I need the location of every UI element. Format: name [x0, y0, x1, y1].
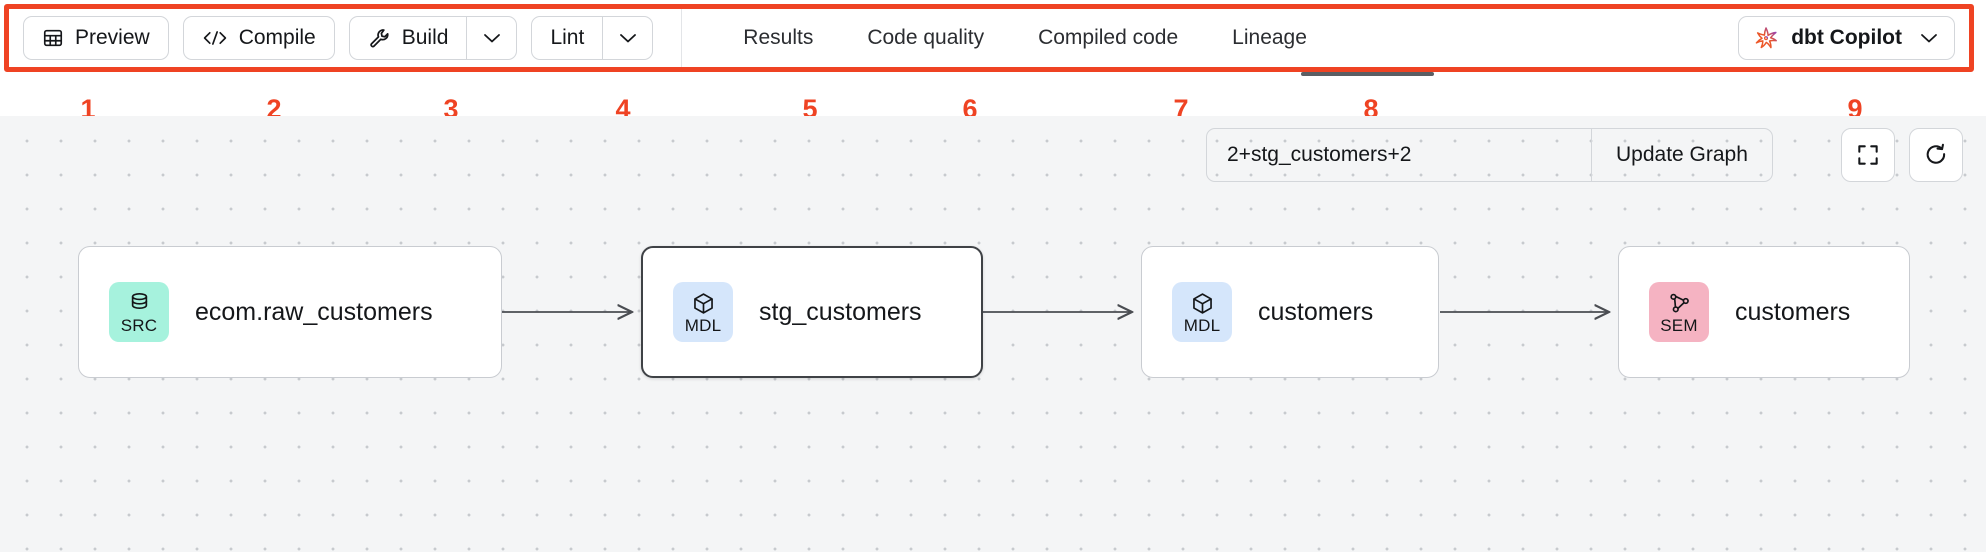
preview-button[interactable]: Preview	[23, 16, 169, 60]
node-badge-mdl: MDL	[1172, 282, 1232, 342]
annotation-marker-8: 8	[1363, 94, 1379, 124]
compile-button[interactable]: Compile	[182, 16, 335, 60]
node-badge-src: SRC	[109, 282, 169, 342]
wrench-icon	[368, 27, 391, 50]
build-button[interactable]: Build	[350, 17, 467, 59]
build-split-button: Build	[348, 16, 518, 60]
code-brackets-icon	[202, 28, 228, 48]
annotation-marker-4: 4	[615, 94, 631, 124]
lint-button-label: Lint	[550, 26, 585, 49]
update-graph-button[interactable]: Update Graph	[1591, 129, 1772, 181]
refresh-button[interactable]	[1908, 128, 1963, 182]
lineage-node-raw-customers[interactable]: SRC ecom.raw_customers	[78, 246, 502, 378]
compile-button-label: Compile	[238, 26, 316, 49]
node-name: customers	[1258, 297, 1374, 326]
lineage-node-customers-mdl[interactable]: MDL customers	[1141, 246, 1439, 378]
annotation-marker-3: 3	[443, 94, 459, 124]
selector-search-group: Update Graph	[1206, 128, 1773, 182]
build-dropdown-toggle[interactable]	[466, 17, 516, 59]
node-badge-sem: SEM	[1649, 282, 1709, 342]
result-pane-tabs: Results Code quality Compiled code Linea…	[682, 9, 1334, 67]
dbt-copilot-spark-icon	[1753, 25, 1779, 51]
node-badge-mdl: MDL	[673, 282, 733, 342]
editor-toolbar: Preview Compile	[9, 9, 1969, 67]
lint-dropdown-toggle[interactable]	[602, 17, 652, 59]
lineage-graph-canvas[interactable]: Update Graph	[0, 116, 1986, 552]
selector-search-input[interactable]	[1207, 129, 1591, 181]
toolbar-action-buttons: Preview Compile	[9, 9, 683, 67]
annotation-marker-9: 9	[1847, 94, 1863, 124]
chevron-down-icon	[483, 32, 501, 44]
tab-lineage-label: Lineage	[1232, 26, 1307, 49]
tab-code-quality[interactable]: Code quality	[840, 9, 1011, 67]
copilot-button-label: dbt Copilot	[1791, 26, 1902, 49]
tab-lineage[interactable]: Lineage	[1205, 9, 1334, 67]
build-button-label: Build	[401, 26, 449, 49]
node-badge-label: MDL	[684, 315, 722, 335]
tab-results[interactable]: Results	[716, 9, 840, 67]
lint-button[interactable]: Lint	[532, 17, 602, 59]
annotation-marker-1: 1	[80, 94, 96, 124]
cube-icon	[1190, 291, 1215, 316]
chevron-down-icon	[619, 32, 637, 44]
tab-code-quality-label: Code quality	[867, 26, 985, 49]
node-name: ecom.raw_customers	[195, 297, 433, 326]
lineage-node-stg-customers[interactable]: MDL stg_customers	[641, 246, 983, 378]
update-graph-label: Update Graph	[1616, 143, 1748, 166]
node-badge-label: SRC	[120, 315, 158, 335]
lint-split-button: Lint	[531, 16, 654, 60]
node-badge-label: SEM	[1660, 315, 1698, 335]
toolbar-divider	[681, 9, 683, 67]
lineage-icon-buttons	[1840, 128, 1963, 182]
annotation-marker-6: 6	[962, 94, 978, 124]
chevron-down-icon	[1920, 32, 1938, 44]
fit-view-button[interactable]	[1840, 128, 1895, 182]
refresh-icon	[1923, 142, 1949, 168]
tab-compiled-code-label: Compiled code	[1038, 26, 1179, 49]
tab-results-label: Results	[743, 26, 814, 49]
cube-icon	[691, 291, 716, 316]
active-tab-indicator	[1301, 72, 1434, 76]
node-name: stg_customers	[759, 297, 922, 326]
node-badge-label: MDL	[1183, 315, 1221, 335]
toolbar-right-group: dbt Copilot	[1738, 16, 1969, 60]
annotation-marker-2: 2	[266, 94, 282, 124]
table-icon	[42, 27, 64, 49]
fullscreen-expand-icon	[1855, 142, 1881, 168]
lineage-controls: Update Graph	[1206, 128, 1963, 182]
annotation-marker-7: 7	[1173, 94, 1189, 124]
node-name: customers	[1735, 297, 1851, 326]
preview-button-label: Preview	[75, 26, 150, 49]
tab-compiled-code[interactable]: Compiled code	[1011, 9, 1205, 67]
database-icon	[127, 291, 152, 316]
graph-nodes-icon	[1667, 291, 1692, 316]
copilot-button[interactable]: dbt Copilot	[1738, 16, 1955, 60]
lineage-node-customers-sem[interactable]: SEM customers	[1618, 246, 1910, 378]
annotation-marker-5: 5	[802, 94, 818, 124]
